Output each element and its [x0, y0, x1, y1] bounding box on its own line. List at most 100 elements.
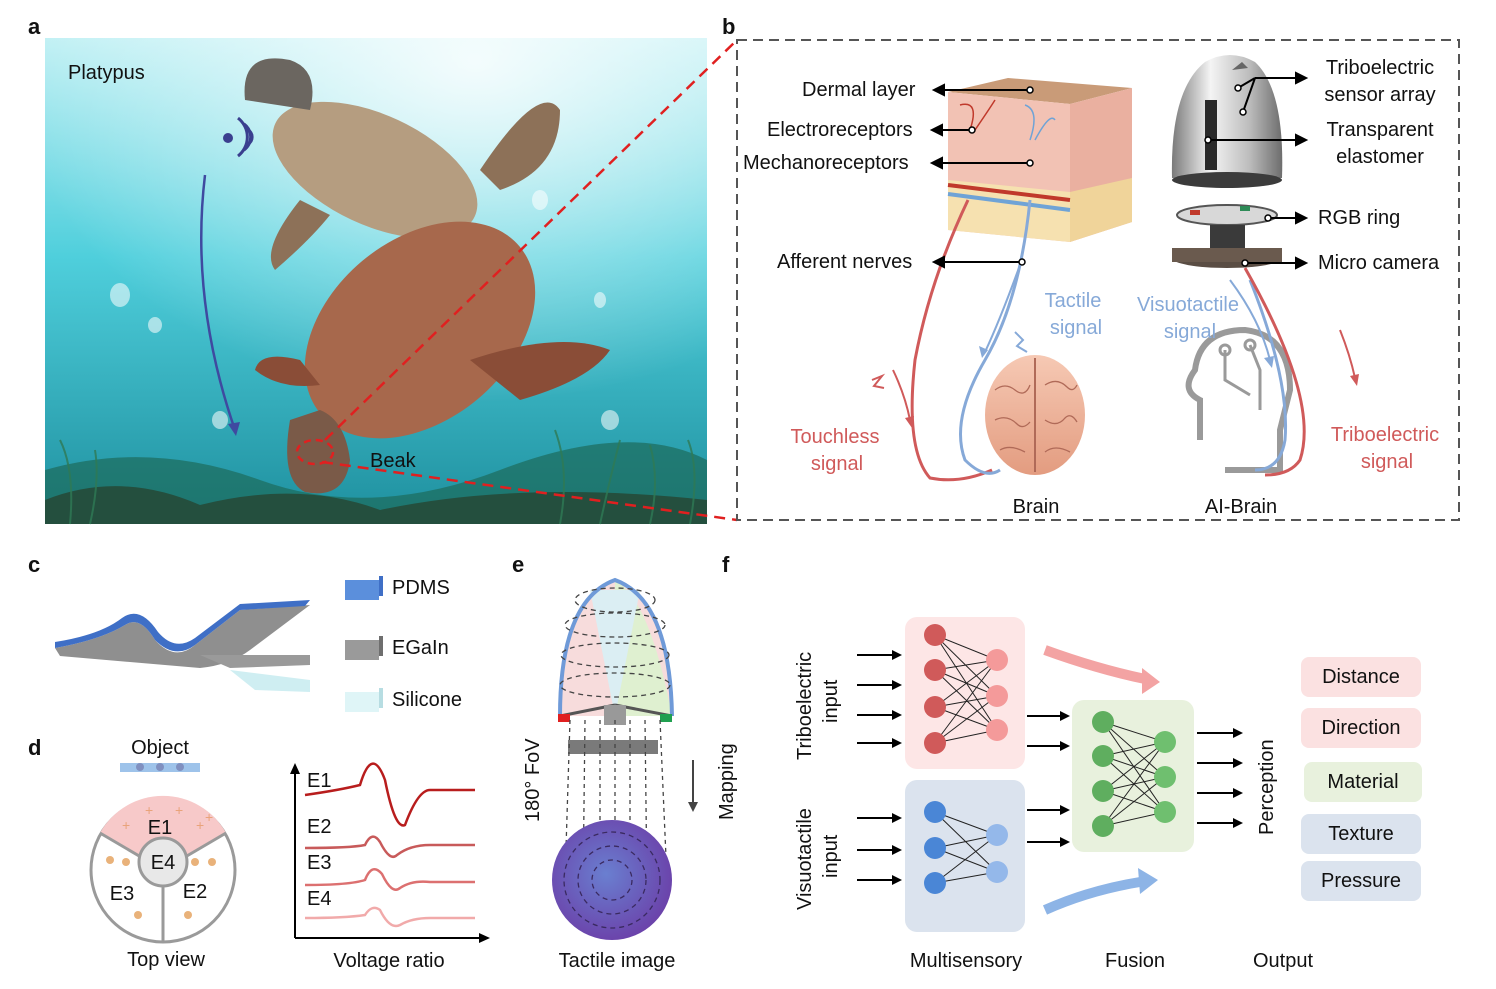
label-transparent-elastomer-1: Transparent: [1326, 119, 1434, 141]
label-visuotactile-signal-2: signal: [1163, 321, 1217, 343]
fusion-out-node: [1154, 766, 1176, 788]
panel-letter-a: a: [28, 14, 41, 39]
svg-text:+: +: [122, 817, 130, 833]
label-rgb-ring: RGB ring: [1318, 207, 1401, 229]
output-pressure: Pressure: [1301, 861, 1421, 901]
label-afferent-nerves: Afferent nerves: [777, 251, 913, 273]
label-output: Output: [1252, 950, 1314, 972]
legend-pdms: PDMS: [392, 577, 450, 599]
label-triboelectric-input-1: Triboelectric: [794, 651, 816, 760]
label-fusion: Fusion: [1104, 950, 1166, 972]
trace-e3: [304, 867, 475, 891]
label-triboelectric-input-2: input: [820, 679, 842, 723]
fusion-in-node: [1092, 711, 1114, 733]
trace-label-e4: E4: [307, 888, 332, 910]
output-distance: Distance: [1301, 657, 1421, 697]
zoom-line-bottom: [321, 460, 738, 522]
label-visuotactile-signal-1: Visuotactile: [1137, 294, 1239, 316]
label-mechanoreceptors: Mechanoreceptors: [743, 152, 909, 174]
ai-brain-illustration: [1185, 326, 1294, 473]
label-beak: Beak: [370, 450, 416, 472]
platypus-bottom: [255, 221, 610, 494]
trace-label-e2: E2: [307, 816, 332, 838]
panel-c-legend: [345, 576, 383, 712]
label-triboelectric-sensor-array-1: Triboelectric: [1325, 57, 1435, 79]
label-top-view: Top view: [127, 949, 205, 971]
trace-label-e1: E1: [307, 770, 332, 792]
label-visuotactile-input-2: input: [820, 834, 842, 878]
platypus-top: [244, 58, 560, 270]
trace-label-e3: E3: [307, 852, 332, 874]
tribo-in-node: [924, 659, 946, 681]
output-texture: Texture: [1301, 814, 1421, 854]
label-electroreceptors: Electroreceptors: [767, 119, 913, 141]
svg-text:+: +: [145, 802, 153, 818]
zoom-line-top: [324, 39, 738, 441]
panel-letter-c: c: [28, 552, 41, 577]
label-fov: 180° FoV: [522, 738, 544, 822]
trace-e2: [304, 835, 475, 859]
output-direction: Direction: [1301, 708, 1421, 748]
electrode-e3: E3: [109, 883, 135, 905]
output-material: Material: [1304, 762, 1422, 802]
tribo-out-node: [986, 719, 1008, 741]
tribo-out-node: [986, 649, 1008, 671]
fusion-in-node: [1092, 780, 1114, 802]
electrode-e4: E4: [150, 852, 176, 874]
nerve-blue: [959, 199, 1032, 475]
skin-block: [947, 78, 1132, 242]
label-platypus: Platypus: [68, 62, 145, 84]
fusion-out-node: [1154, 731, 1176, 753]
label-ai-brain: AI-Brain: [1204, 496, 1278, 518]
label-tactile-signal-2: signal: [1049, 317, 1103, 339]
trace-e4: [304, 906, 475, 928]
fusion-in-node: [1092, 815, 1114, 837]
visuo-out-node: [986, 861, 1008, 883]
fusion-in-node: [1092, 745, 1114, 767]
panel-letter-d: d: [28, 735, 42, 760]
sensor-dome: [1171, 55, 1283, 268]
label-triboelectric-signal-1: Triboelectric: [1330, 424, 1440, 446]
label-mapping: Mapping: [716, 743, 738, 820]
nerve-red: [910, 199, 993, 482]
panel-c-device: [55, 600, 310, 692]
electrode-e1: E1: [147, 817, 173, 839]
panel-letter-f: f: [722, 552, 730, 577]
signal-wave-icon: [237, 116, 254, 158]
legend-egain: EGaIn: [392, 637, 449, 659]
label-micro-camera: Micro camera: [1318, 252, 1440, 274]
visuo-out-node: [986, 824, 1008, 846]
tribo-in-node: [924, 696, 946, 718]
label-object: Object: [131, 737, 189, 759]
label-triboelectric-sensor-array-2: sensor array: [1324, 84, 1436, 106]
svg-text:+: +: [175, 802, 183, 818]
tribo-in-node: [924, 624, 946, 646]
label-dermal-layer: Dermal layer: [802, 79, 916, 101]
electrode-e2: E2: [182, 881, 208, 903]
label-touchless-signal-2: signal: [810, 453, 864, 475]
panel-b-frame: [736, 39, 1460, 521]
label-tactile-image: Tactile image: [558, 950, 676, 972]
tribo-in-node: [924, 732, 946, 754]
visuo-in-node: [924, 801, 946, 823]
label-multisensory: Multisensory: [909, 950, 1023, 972]
trace-e1: [304, 762, 475, 827]
beak-highlight: [295, 438, 335, 466]
label-brain: Brain: [1012, 496, 1060, 518]
fusion-out-node: [1154, 801, 1176, 823]
descent-arrow: [200, 174, 237, 431]
label-visuotactile-input-1: Visuotactile: [794, 808, 816, 910]
panel-e-dome-optics: [552, 577, 698, 940]
visuo-in-node: [924, 872, 946, 894]
label-triboelectric-signal-2: signal: [1360, 451, 1414, 473]
svg-text:+: +: [196, 817, 204, 833]
label-perception: Perception: [1256, 739, 1278, 835]
brain-illustration: [985, 355, 1085, 475]
legend-silicone: Silicone: [392, 689, 463, 711]
panel-d-top-view: +++++: [89, 763, 237, 944]
label-touchless-signal-1: Touchless: [790, 426, 880, 448]
visuo-in-node: [924, 837, 946, 859]
panel-letter-e: e: [512, 552, 525, 577]
